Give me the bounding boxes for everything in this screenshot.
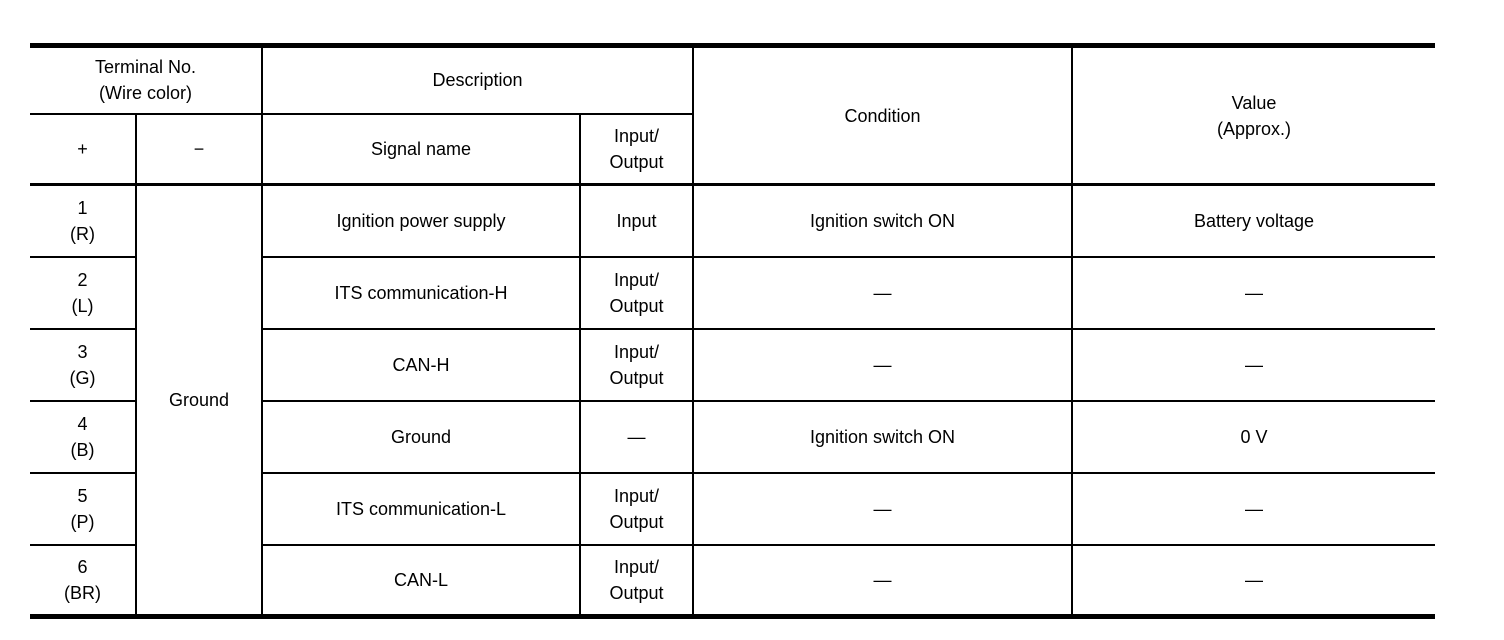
value-header: Value (Approx.) [1071, 44, 1436, 186]
value-cell: 0 V [1071, 399, 1436, 474]
value-cell: Battery voltage [1071, 183, 1436, 258]
ground-cell: Ground [135, 183, 263, 618]
terminal-cell: 4 (B) [30, 399, 137, 474]
condition-cell: — [692, 255, 1074, 330]
signal-cell: Ignition power supply [261, 183, 581, 258]
signal-cell: ITS communication-H [261, 255, 581, 330]
input-output-header: Input/ Output [578, 112, 695, 186]
signal-cell: CAN-H [261, 327, 581, 402]
signal-name-header: Signal name [261, 112, 581, 186]
signal-cell: ITS communication-L [261, 471, 581, 546]
io-cell: — [578, 399, 695, 474]
terminal-no-group-header: Terminal No. (Wire color) [30, 44, 263, 115]
io-cell: Input/ Output [578, 327, 695, 402]
condition-cell: — [692, 327, 1074, 402]
io-cell: Input/ Output [578, 255, 695, 330]
terminal-cell: 2 (L) [30, 255, 137, 330]
condition-cell: — [692, 471, 1074, 546]
signal-cell: CAN-L [261, 543, 581, 618]
terminal-cell: 3 (G) [30, 327, 137, 402]
condition-cell: — [692, 543, 1074, 618]
terminal-spec-table: Terminal No. (Wire color) Description Co… [30, 43, 1436, 619]
condition-cell: Ignition switch ON [692, 183, 1074, 258]
condition-header: Condition [692, 44, 1074, 186]
io-cell: Input [578, 183, 695, 258]
plus-header: + [30, 112, 137, 186]
condition-cell: Ignition switch ON [692, 399, 1074, 474]
description-group-header: Description [260, 44, 695, 115]
io-cell: Input/ Output [578, 543, 695, 618]
terminal-cell: 1 (R) [30, 183, 137, 258]
value-cell: — [1071, 543, 1436, 618]
io-cell: Input/ Output [578, 471, 695, 546]
value-cell: — [1071, 327, 1436, 402]
value-cell: — [1071, 255, 1436, 330]
value-cell: — [1071, 471, 1436, 546]
terminal-cell: 5 (P) [30, 471, 137, 546]
minus-header: − [135, 112, 263, 186]
signal-cell: Ground [261, 399, 581, 474]
terminal-cell: 6 (BR) [30, 543, 137, 618]
